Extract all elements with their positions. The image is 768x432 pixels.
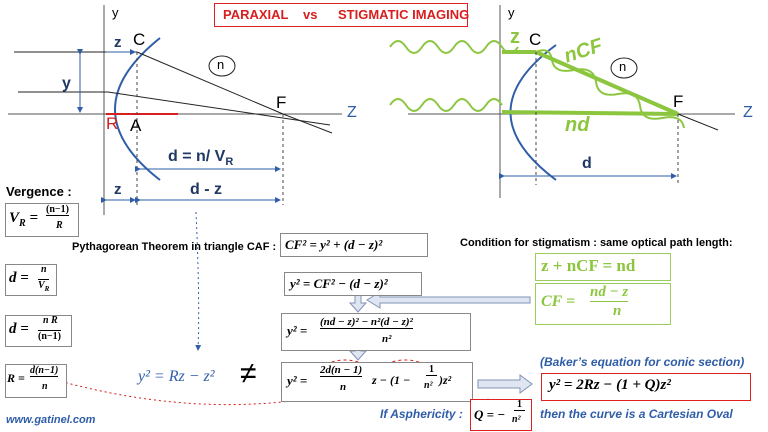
asphericity-den: n² xyxy=(512,414,521,425)
vergence-vr-num: (n−1) xyxy=(46,204,69,216)
right-n-label: n xyxy=(619,59,627,74)
baker-eq: y² = 2Rz − (1 + Q)z² xyxy=(549,377,671,393)
left-n-circle xyxy=(208,55,236,77)
eq4-inner-den: n² xyxy=(424,380,433,391)
title-box xyxy=(214,3,468,27)
right-wave-upper xyxy=(389,40,519,54)
left-point-a: A xyxy=(130,116,142,135)
r-lhs: R = xyxy=(7,371,25,385)
eq4-tail: )z² xyxy=(439,373,452,387)
eq4-box xyxy=(281,362,473,402)
stigmatism-eq1: z + nCF = nd xyxy=(541,256,636,275)
r-num: d(n−1) xyxy=(30,365,59,377)
left-z-axis-label: Z xyxy=(347,104,357,121)
eq4-inner-num: 1 xyxy=(426,364,437,376)
left-z-top: z xyxy=(114,34,122,51)
arrow-left-1 xyxy=(366,291,531,309)
left-n-label: n xyxy=(217,57,225,72)
d2-den: (n−1) xyxy=(38,330,61,342)
d1-den: VR xyxy=(38,279,50,293)
arrow-right-1 xyxy=(477,374,533,394)
right-y-axis-label: y xyxy=(508,5,515,20)
stigmatism-eq2-lhs: CF = xyxy=(541,293,576,310)
eq3-den: n² xyxy=(382,333,392,345)
left-point-r: R xyxy=(106,114,119,133)
paraxial-eq: y² = Rz − z² xyxy=(138,368,215,385)
r-den: n xyxy=(42,381,48,392)
right-wave-cf xyxy=(535,49,685,129)
title-stigmatic: STIGMATIC IMAGING xyxy=(338,7,470,22)
d2-num: n R xyxy=(43,315,58,326)
left-z-low: z xyxy=(114,181,122,198)
vergence-vr: VR = xyxy=(9,210,38,229)
blue-dotted-connector xyxy=(195,211,202,351)
pythag-eq: CF² = y² + (d − z)² xyxy=(285,237,383,252)
eq3-num: (nd − z)² − n²(d − z)² xyxy=(320,316,413,329)
right-n-circle xyxy=(610,57,638,79)
pythag-eq-box xyxy=(280,233,428,257)
eq4-num: 2d(n − 1) xyxy=(320,364,363,377)
r-box xyxy=(5,364,67,398)
asphericity-box xyxy=(470,399,532,431)
right-point-f: F xyxy=(673,92,684,111)
title-vs: vs xyxy=(303,7,318,22)
asphericity-conclusion: then the curve is a Cartesian Oval xyxy=(540,407,733,421)
left-y-label: y xyxy=(62,75,71,92)
baker-eq-box xyxy=(541,373,751,401)
left-y-axis-label: y xyxy=(112,5,119,20)
asphericity-num: 1 xyxy=(514,399,525,411)
eq4-den: n xyxy=(340,381,347,393)
d1-box xyxy=(5,264,57,296)
right-nd-label: nd xyxy=(565,114,590,136)
stigmatism-label: Condition for stigmatism : same optical … xyxy=(460,237,733,249)
asphericity-lhs: Q = − xyxy=(474,407,506,422)
right-point-c: C xyxy=(529,30,542,49)
left-ray-beyond-f xyxy=(282,113,333,134)
left-ray-mid-to-f xyxy=(107,91,331,126)
vergence-title: Vergence : xyxy=(6,184,72,199)
right-d-label: d xyxy=(582,155,592,172)
website-link[interactable]: www.gatinel.com xyxy=(6,414,96,426)
stigmatism-eq2-den: n xyxy=(613,303,622,319)
stigmatism-eq2-box xyxy=(535,283,671,325)
left-d-label: d = n/ VR xyxy=(168,148,234,169)
eq3-lhs: y² = xyxy=(287,323,308,338)
not-equal-sign: ≠ xyxy=(240,357,257,390)
stigmatism-eq1-box xyxy=(535,253,671,281)
baker-label: (Baker’s equation for conic section) xyxy=(540,355,745,369)
eq4-lhs: y² = xyxy=(287,373,308,388)
d2-lhs: d = xyxy=(9,321,29,337)
asphericity-label: If Asphericity : xyxy=(380,407,463,421)
eq4-mid: z − (1 − xyxy=(372,373,411,387)
d1-num: n xyxy=(41,264,47,275)
d2-box xyxy=(5,315,72,347)
right-green-cf xyxy=(535,50,679,116)
left-ray-c-to-f xyxy=(136,51,284,115)
left-lens-arc xyxy=(114,37,161,181)
right-z-axis-label: Z xyxy=(743,104,753,121)
right-z-green: z xyxy=(510,26,520,48)
eq3-box xyxy=(281,313,471,351)
left-point-f: F xyxy=(276,93,287,112)
left-point-c: C xyxy=(133,30,146,49)
pythag-label: Pythagorean Theorem in triangle CAF : xyxy=(72,241,277,253)
d1-lhs: d = xyxy=(9,270,29,286)
left-dz-label: d - z xyxy=(190,181,222,198)
right-wave-lower xyxy=(389,98,503,112)
right-ray-beyond xyxy=(677,113,719,131)
title-paraxial: PARAXIAL xyxy=(223,7,289,22)
eq2: y² = CF² − (d − z)² xyxy=(290,276,388,291)
eq2-box xyxy=(284,272,422,296)
vergence-vr-den: R xyxy=(56,220,63,231)
stigmatism-eq2-num: nd − z xyxy=(590,284,629,302)
vergence-box xyxy=(5,203,79,237)
right-green-nd xyxy=(501,110,679,116)
